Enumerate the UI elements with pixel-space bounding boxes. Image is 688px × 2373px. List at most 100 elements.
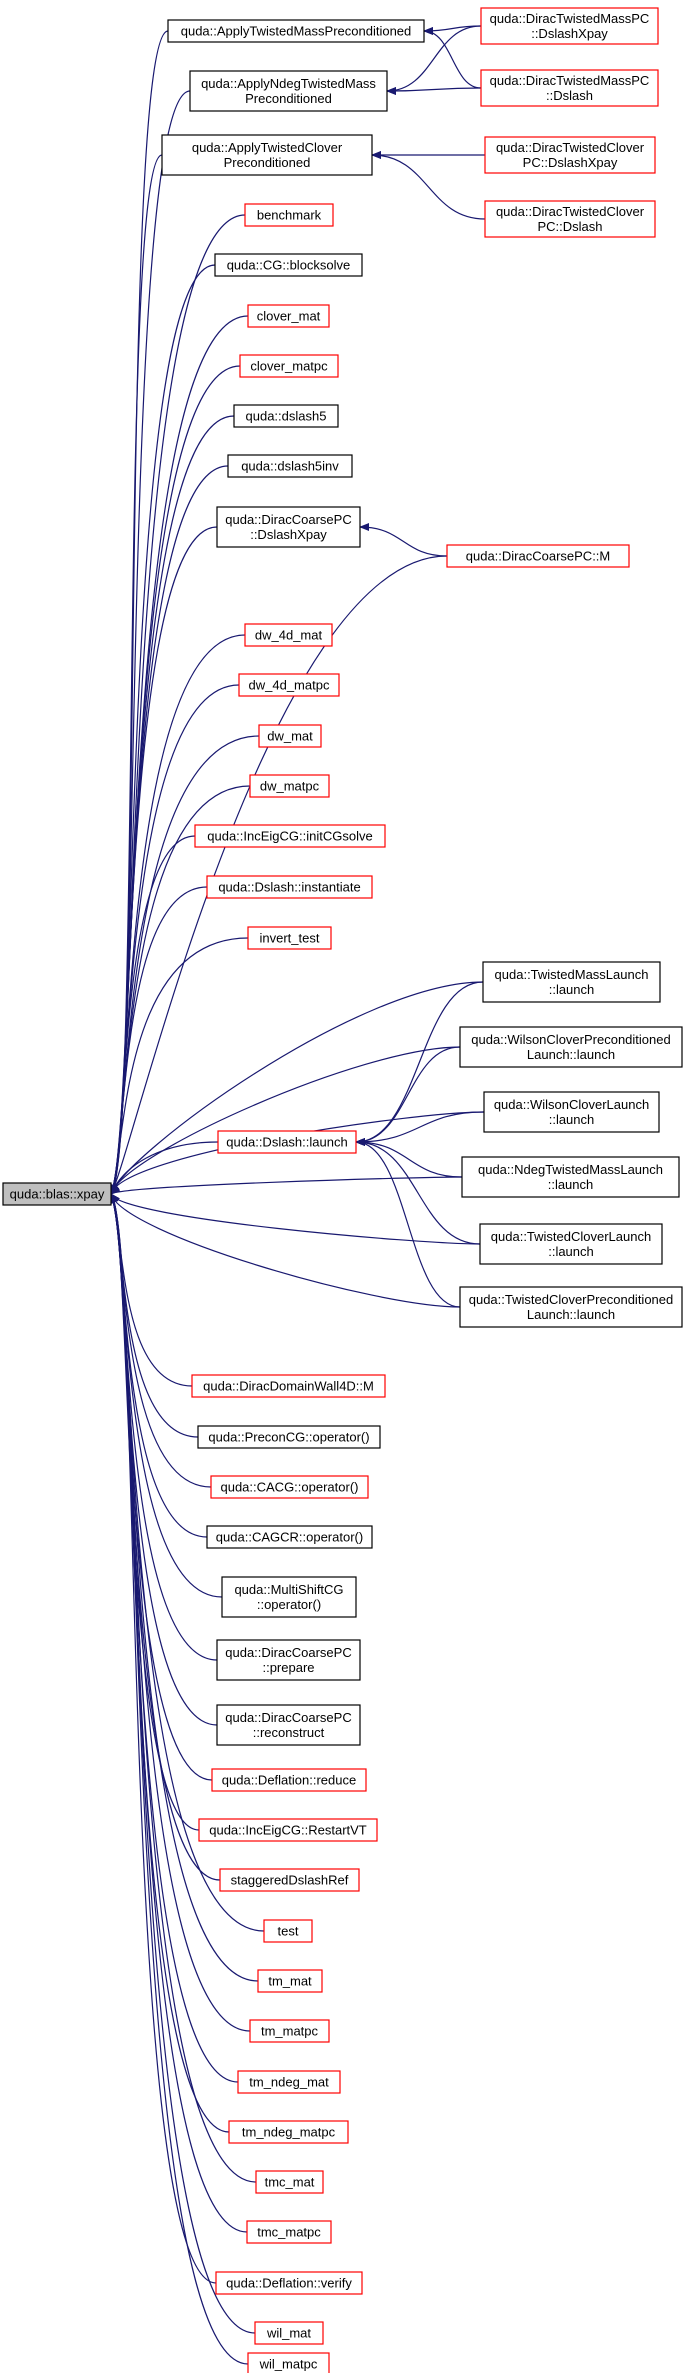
graph-node-tcpl[interactable]: quda::TwistedCloverPreconditionedLaunch:… (459, 1286, 683, 1328)
node-box (217, 1130, 357, 1154)
node-box (244, 623, 333, 647)
graph-node-test[interactable]: test (263, 1919, 313, 1943)
node-box (239, 354, 339, 378)
graph-node-dwmpc[interactable]: dw_matpc (249, 774, 330, 798)
graph-node-wcpl[interactable]: quda::WilsonCloverPreconditionedLaunch::… (459, 1026, 683, 1068)
node-box (237, 2070, 341, 2094)
graph-node-dtmpd[interactable]: quda::DiracTwistedMassPC::Dslash (480, 69, 659, 107)
node-label: dw_mat (267, 729, 313, 744)
graph-node-iecgr[interactable]: quda::IncEigCG::RestartVT (198, 1818, 378, 1842)
edge-tcl-to-dsl (355, 1138, 481, 1245)
graph-node-atmp[interactable]: quda::ApplyTwistedMassPreconditioned (167, 19, 425, 43)
edge-atcp-to-xpay (110, 154, 163, 1195)
node-box (257, 1969, 323, 1993)
node-label: quda::CG::blocksolve (227, 258, 351, 273)
node-label: quda::ApplyTwistedMassPreconditioned (181, 24, 412, 39)
nodes-layer: quda::blas::xpay quda::ApplyTwistedMassPr… (2, 7, 683, 2373)
node-box (254, 2321, 324, 2345)
node-box (480, 7, 659, 45)
graph-node-dw4mpc[interactable]: dw_4d_matpc (238, 673, 340, 697)
graph-node-ddw4[interactable]: quda::DiracDomainWall4D::M (191, 1374, 386, 1398)
node-label: ::DslashXpay (531, 26, 608, 41)
node-label: clover_mat (257, 309, 321, 324)
node-label: PC::Dslash (537, 219, 602, 234)
graph-node-wcl[interactable]: quda::WilsonCloverLaunch::launch (483, 1091, 660, 1133)
node-box (191, 1374, 386, 1398)
node-label: dw_matpc (260, 779, 320, 794)
node-label: quda::Deflation::verify (226, 2276, 352, 2291)
graph-node-cgbs[interactable]: quda::CG::blocksolve (214, 253, 363, 277)
node-label: benchmark (257, 208, 322, 223)
edge-dtmpd-to-atmp (423, 27, 482, 89)
graph-node-tml[interactable]: quda::TwistedMassLaunch::launch (482, 961, 661, 1003)
graph-node-dw4m[interactable]: dw_4d_mat (244, 623, 333, 647)
edge-tcpl-to-dsl (355, 1138, 461, 1308)
graph-node-dcpp[interactable]: quda::DiracCoarsePC::prepare (216, 1639, 361, 1681)
node-label: quda::blas::xpay (10, 1187, 105, 1202)
graph-node-cagcr[interactable]: quda::CAGCR::operator() (206, 1525, 373, 1549)
graph-node-tcl[interactable]: quda::TwistedCloverLaunch::launch (479, 1223, 663, 1265)
graph-node-ds5[interactable]: quda::dslash5 (233, 404, 339, 428)
graph-node-tmm[interactable]: tm_mat (257, 1969, 323, 1993)
graph-node-ds5inv[interactable]: quda::dslash5inv (227, 454, 353, 478)
node-box (206, 875, 373, 899)
node-box (210, 1475, 369, 1499)
graph-node-tmnm[interactable]: tm_ndeg_mat (237, 2070, 341, 2094)
graph-node-dsl[interactable]: quda::Dslash::launch (217, 1130, 357, 1154)
node-label: tmc_matpc (257, 2225, 321, 2240)
node-label: tm_ndeg_matpc (242, 2125, 336, 2140)
graph-node-dsinst[interactable]: quda::Dslash::instantiate (206, 875, 373, 899)
node-box (446, 544, 630, 568)
node-label: ::launch (548, 1177, 594, 1192)
graph-node-wilm[interactable]: wil_mat (254, 2321, 324, 2345)
node-label: quda::DiracTwistedClover (496, 140, 645, 155)
graph-node-invt[interactable]: invert_test (247, 926, 332, 950)
graph-node-ntml[interactable]: quda::NdegTwistedMassLaunch::launch (461, 1156, 680, 1198)
graph-node-bench[interactable]: benchmark (244, 203, 334, 227)
node-box (249, 774, 330, 798)
graph-node-clmat[interactable]: clover_mat (247, 304, 330, 328)
graph-node-mscg[interactable]: quda::MultiShiftCG::operator() (221, 1576, 357, 1618)
graph-node-clmatpc[interactable]: clover_matpc (239, 354, 339, 378)
graph-node-tmmpc[interactable]: tm_matpc (249, 2019, 330, 2043)
node-label: wil_matpc (259, 2357, 318, 2372)
node-label: ::DslashXpay (250, 527, 327, 542)
node-label: quda::DiracTwistedClover (496, 204, 645, 219)
node-label: quda::MultiShiftCG (234, 1582, 343, 1597)
graph-node-defr[interactable]: quda::Deflation::reduce (211, 1768, 367, 1792)
node-label: quda::dslash5inv (241, 459, 339, 474)
graph-node-wilmpc[interactable]: wil_matpc (247, 2352, 330, 2373)
graph-node-defv[interactable]: quda::Deflation::verify (215, 2271, 363, 2295)
node-label: Preconditioned (224, 155, 311, 170)
edge-tml-to-dsl (355, 981, 484, 1146)
graph-node-dcpcm[interactable]: quda::DiracCoarsePC::M (446, 544, 630, 568)
edge-wcpl-to-xpay (110, 1046, 461, 1195)
node-box (216, 1704, 361, 1746)
graph-node-cacg[interactable]: quda::CACG::operator() (210, 1475, 369, 1499)
node-box (161, 134, 373, 176)
node-label: quda::IncEigCG::initCGsolve (207, 829, 372, 844)
edge-dtmpd-to-antmp (386, 86, 482, 95)
node-label: tm_matpc (261, 2024, 319, 2039)
graph-node-sdr[interactable]: staggeredDslashRef (219, 1868, 360, 1892)
graph-node-dcpcx[interactable]: quda::DiracCoarsePC::DslashXpay (216, 506, 361, 548)
node-label: quda::Dslash::instantiate (218, 880, 360, 895)
graph-node-pcg[interactable]: quda::PreconCG::operator() (197, 1425, 381, 1449)
graph-node-tmcmpc[interactable]: tmc_matpc (246, 2220, 332, 2244)
node-label: ::reconstruct (253, 1725, 325, 1740)
graph-node-dtmpx[interactable]: quda::DiracTwistedMassPC::DslashXpay (480, 7, 659, 45)
graph-node-tmcm[interactable]: tmc_mat (255, 2170, 324, 2194)
graph-node-dwm[interactable]: dw_mat (258, 724, 322, 748)
node-label: ::prepare (262, 1660, 314, 1675)
edges-layer (109, 25, 486, 2365)
graph-node-dcpr[interactable]: quda::DiracCoarsePC::reconstruct (216, 1704, 361, 1746)
graph-node-iecg[interactable]: quda::IncEigCG::initCGsolve (194, 824, 386, 848)
edge-wcpl-to-dsl (355, 1046, 461, 1146)
graph-node-tmnmpc[interactable]: tm_ndeg_matpc (228, 2120, 349, 2144)
edge-dcpcm-to-xpay (110, 555, 448, 1195)
